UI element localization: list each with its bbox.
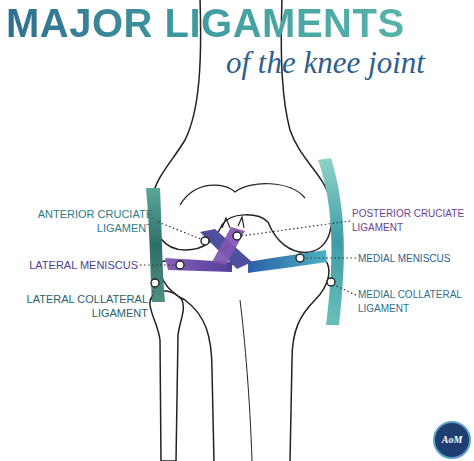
part-label: LATERAL MENISCUS xyxy=(8,258,138,272)
part-label: LATERAL COLLATERAL LIGAMENT xyxy=(2,292,148,320)
leader-line xyxy=(140,264,176,265)
leader-line xyxy=(158,222,201,239)
logo-badge xyxy=(434,422,470,458)
medial-collateral-ligament xyxy=(318,158,344,325)
pointer-dot xyxy=(327,278,335,286)
pointer-dots xyxy=(151,232,335,287)
ligament-tuft xyxy=(222,217,244,228)
posterior-cruciate-ligament xyxy=(212,227,245,265)
pointer-dot xyxy=(176,261,184,269)
title-text: MAJOR LIGAMENTS xyxy=(6,0,405,46)
part-label: ANTERIOR CRUCIATE LIGAMENT xyxy=(8,207,153,235)
subtitle-text: of the knee joint xyxy=(226,44,471,82)
pointer-dot xyxy=(201,237,209,245)
logo-text: AoM xyxy=(434,433,470,447)
leader-line xyxy=(334,285,356,295)
lateral-collateral-ligament xyxy=(146,188,165,302)
part-label: POSTERIOR CRUCIATE LIGAMENT xyxy=(352,207,474,235)
femur-condyle-line xyxy=(180,184,305,205)
leader-line xyxy=(241,221,350,236)
leader-line xyxy=(304,257,356,258)
tibia-bone xyxy=(160,260,329,461)
pointer-dot xyxy=(151,279,159,287)
medial-meniscus xyxy=(248,250,327,273)
leader-line xyxy=(151,288,155,300)
part-label: MEDIAL MENISCUS xyxy=(358,252,474,266)
part-label: MEDIAL COLLATERAL LIGAMENT xyxy=(358,288,474,316)
pointer-dot xyxy=(233,232,241,240)
pointer-dot xyxy=(296,254,304,262)
fibula-bone xyxy=(150,291,183,461)
leader-lines xyxy=(140,221,356,300)
tibia-line xyxy=(240,300,252,461)
